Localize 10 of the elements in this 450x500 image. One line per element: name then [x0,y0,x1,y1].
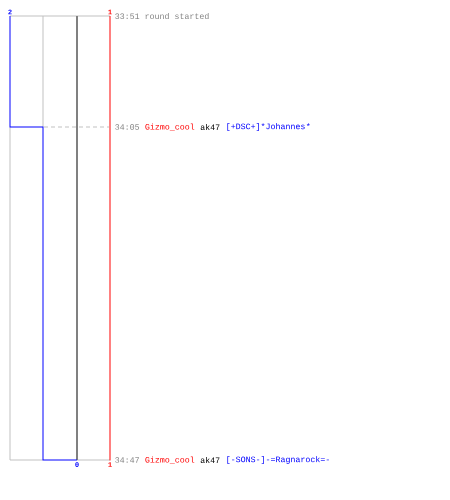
weapon-name: ak47 [200,124,220,130]
player-name: Gizmo_cool [145,124,194,130]
weapon-name: ak47 [200,456,220,464]
timestamp: 34:05 [115,124,140,130]
player-name: Gizmo_cool [145,456,194,464]
event-text: 33:51 round started [115,12,209,20]
player-name: [-SONS-]-=Ragnarock=- [227,456,329,464]
player-name-suffix: * [306,123,310,126]
timestamp: 34:47 [115,457,139,463]
player-name: [+DSC+]*Johannes [227,123,305,131]
